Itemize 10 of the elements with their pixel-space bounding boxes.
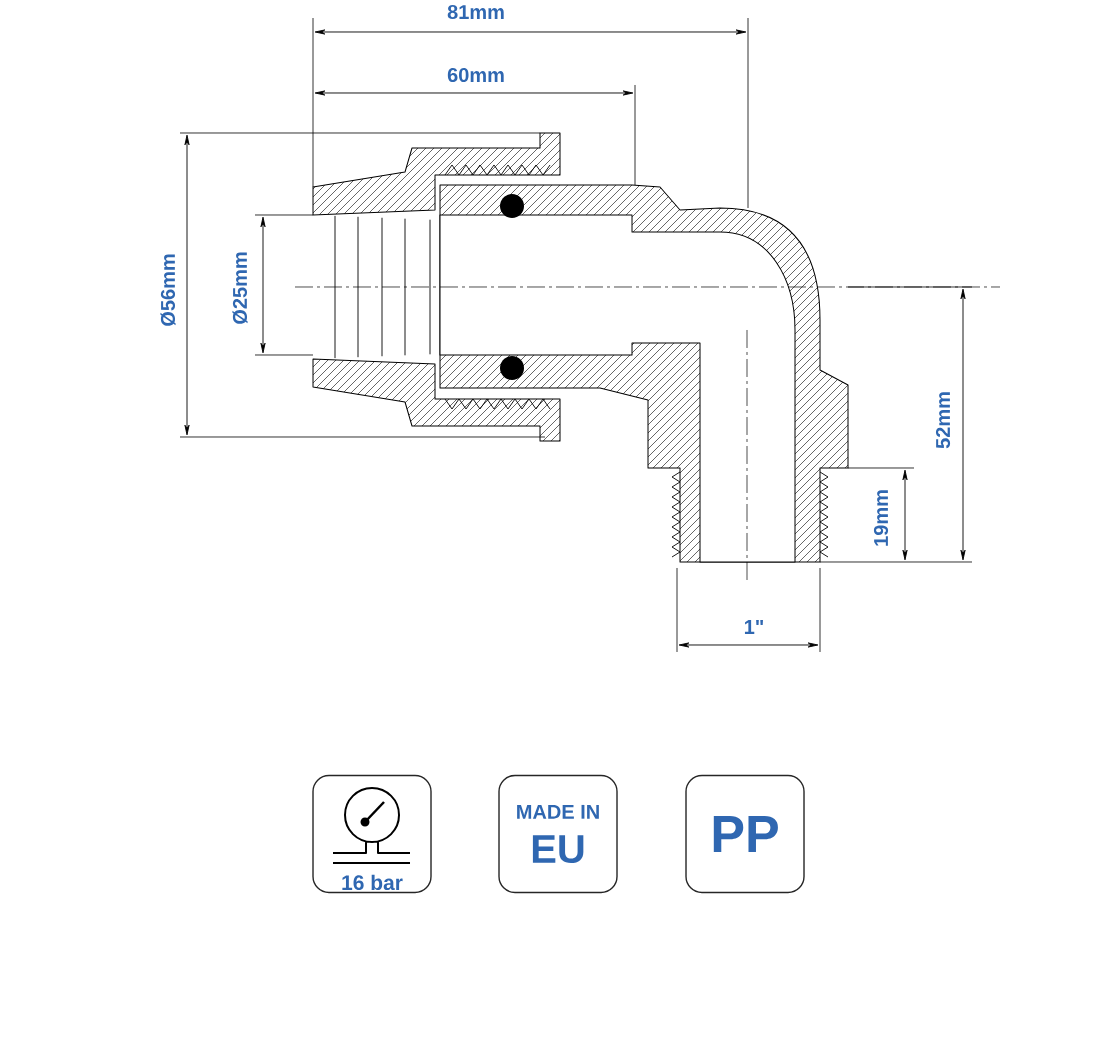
dimension-label: Ø56mm (160, 254, 176, 326)
badge: 16 bar (312, 774, 432, 894)
dimension-label: Ø25mm (232, 252, 248, 324)
dimension-label: 52mm (935, 392, 951, 449)
dimension-label: 19mm (873, 490, 889, 546)
dimension-label: 60mm (447, 67, 504, 83)
badge: MADE IN EU (498, 774, 618, 894)
dimension-label: 81mm (447, 4, 504, 20)
badge: PP (685, 774, 805, 894)
dimension-label: 1" (744, 620, 763, 634)
